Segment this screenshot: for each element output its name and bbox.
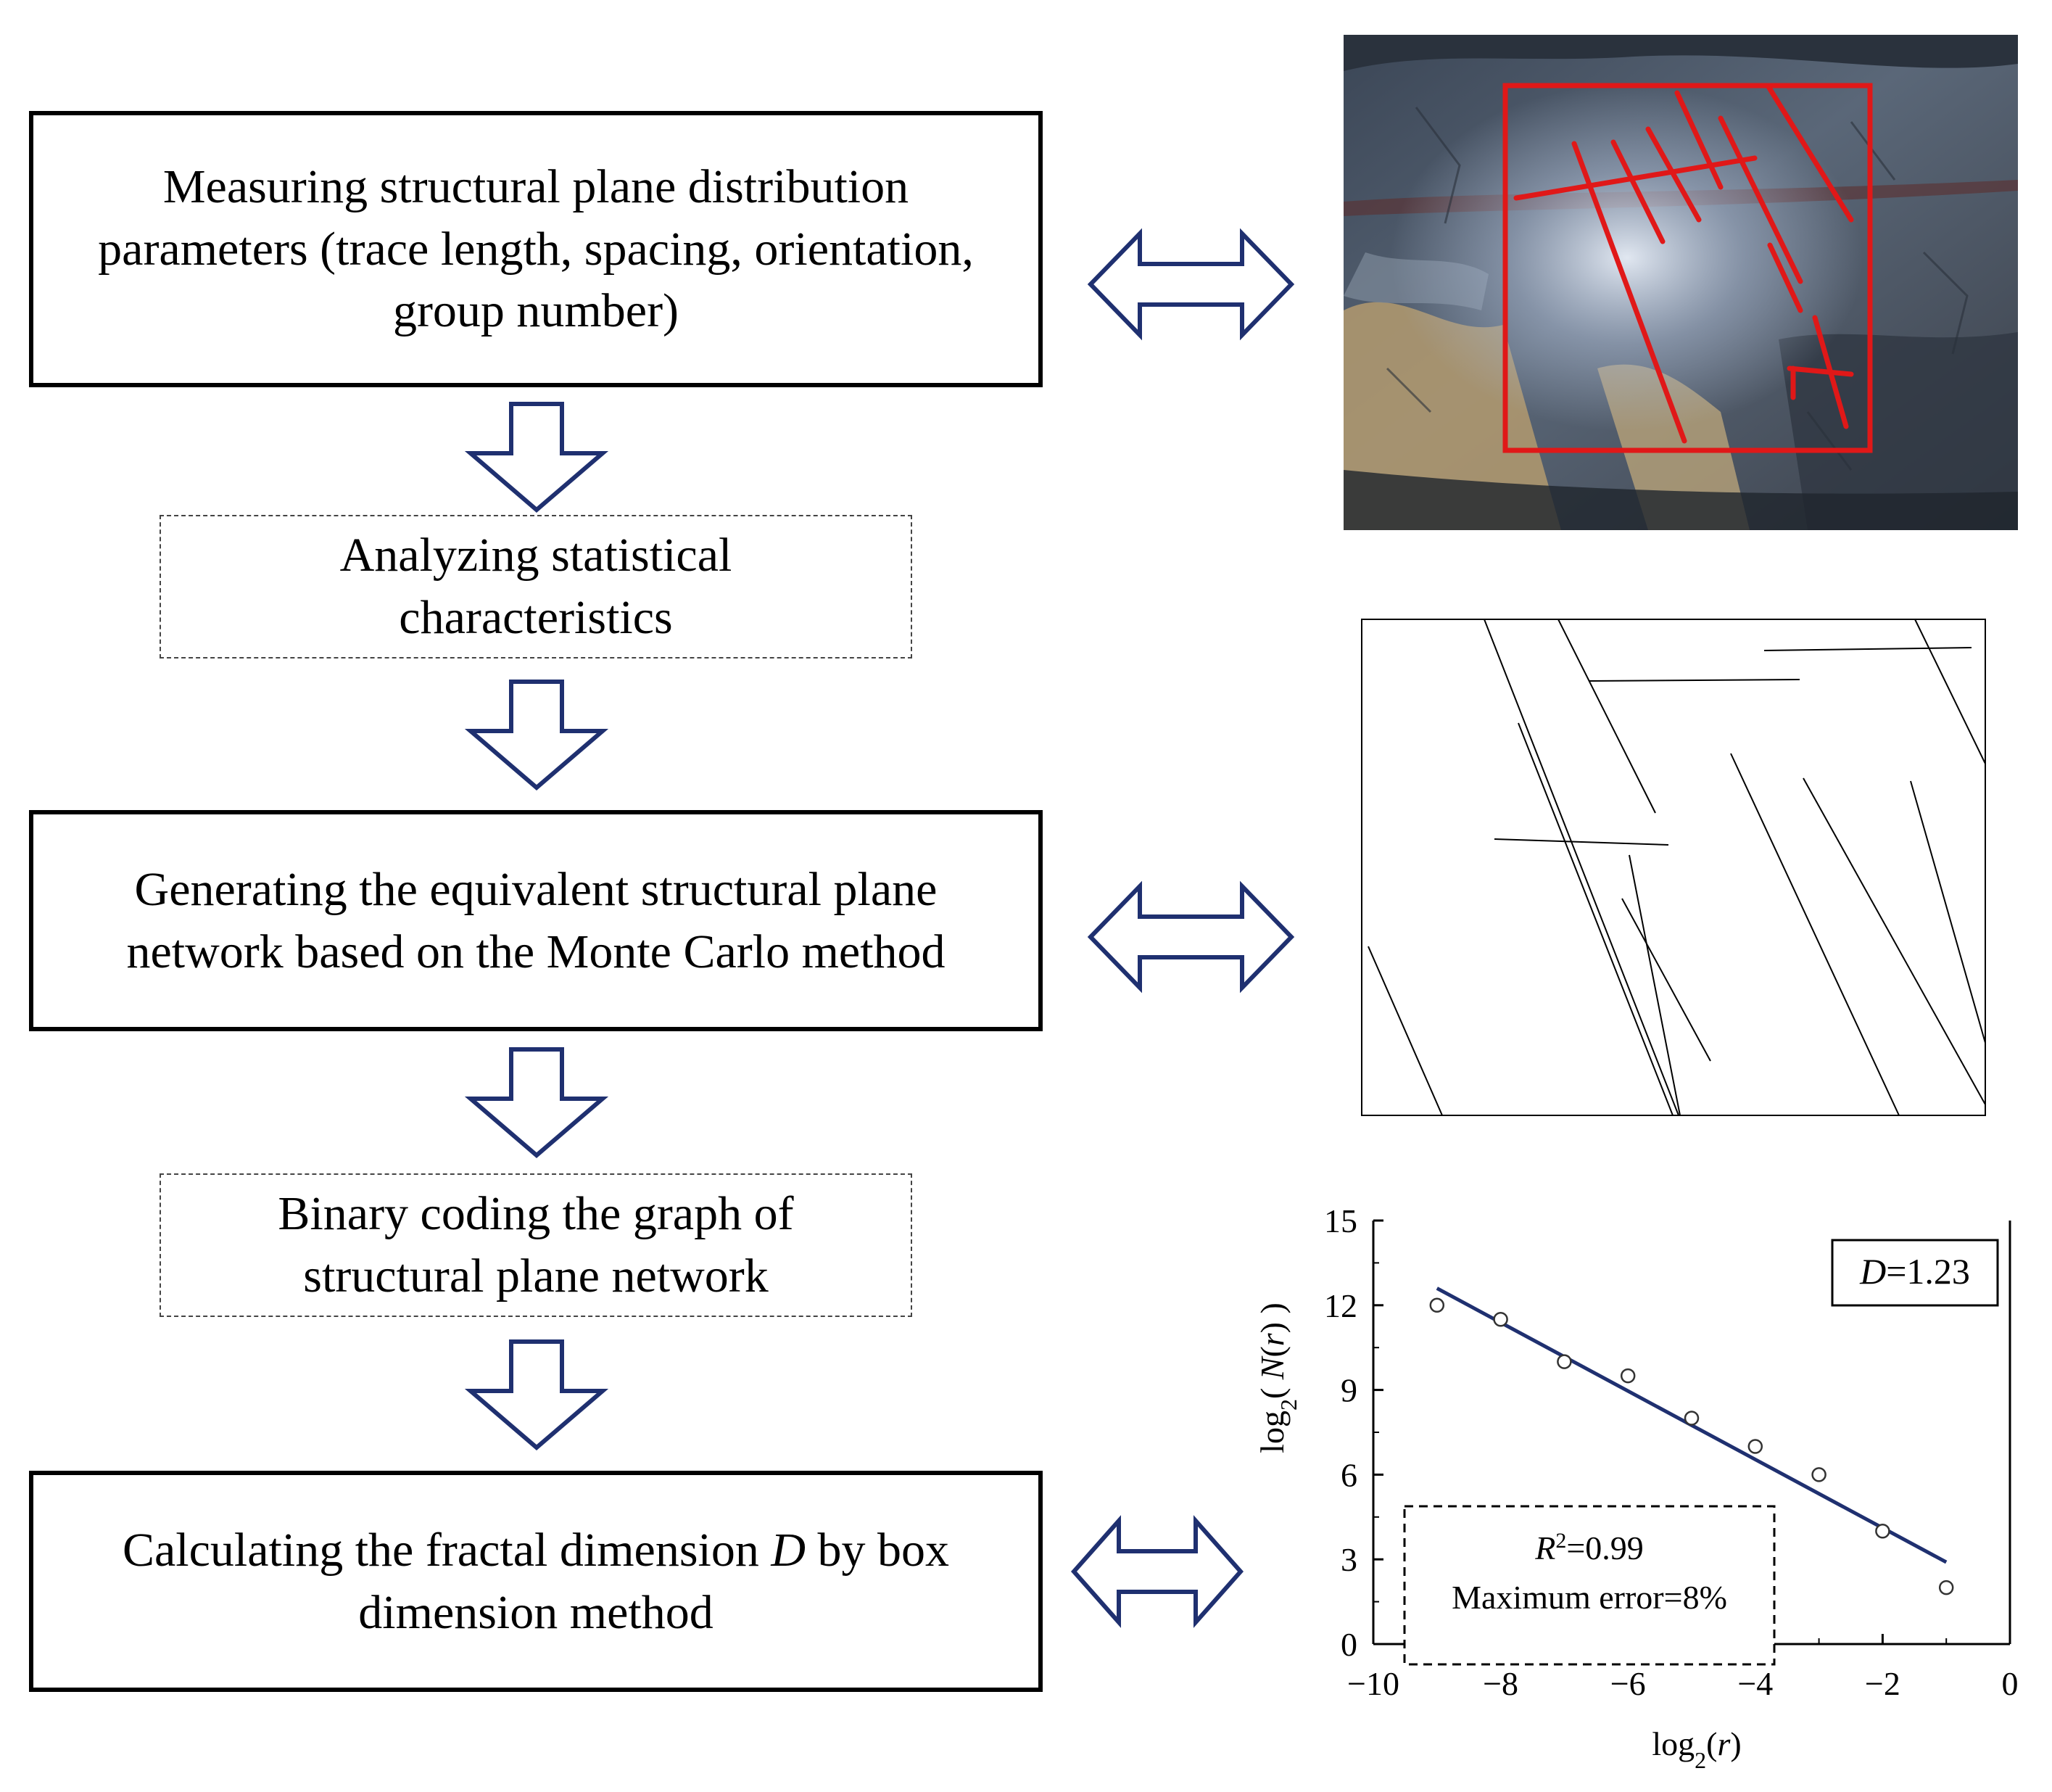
- y-tick-label: 9: [1341, 1372, 1357, 1409]
- step-text-line: structural plane network: [303, 1250, 769, 1302]
- y-tick-label: 0: [1341, 1626, 1357, 1663]
- y-axis-label: log2( N(r) ): [1254, 1302, 1302, 1453]
- chart-ticks: 0 3 6 9 12 15 −10 −8 −6 −4 −2 0: [1324, 1202, 2019, 1702]
- hollow-down-arrow-icon: [464, 1339, 609, 1450]
- data-point: [1557, 1354, 1572, 1369]
- x-tick-label: −6: [1610, 1665, 1646, 1702]
- data-point: [1875, 1524, 1890, 1539]
- data-point: [1811, 1467, 1826, 1482]
- x-tick-label: −8: [1483, 1665, 1518, 1702]
- x-axis-label: log2(r): [1652, 1725, 1741, 1773]
- data-point: [1493, 1312, 1508, 1327]
- y-tick-label: 15: [1324, 1202, 1357, 1239]
- step-text-variable: D: [771, 1523, 806, 1577]
- step-calculating-box: Calculating the fractal dimension D by b…: [29, 1471, 1043, 1692]
- fractal-d-box: [1831, 1239, 1999, 1307]
- step-text-line: Binary coding the graph of: [278, 1187, 794, 1241]
- x-tick-label: −2: [1865, 1665, 1900, 1702]
- y-tick-label: 12: [1324, 1287, 1357, 1324]
- step-generating-box: Generating the equivalent structural pla…: [29, 810, 1043, 1031]
- x-tick-label: −10: [1347, 1665, 1399, 1702]
- step-text-fragment: by box: [806, 1523, 950, 1577]
- step-text-line: network based on the Monte Carlo method: [126, 925, 946, 978]
- max-error-label: Maximum error=8%: [1452, 1579, 1727, 1616]
- data-point: [1938, 1580, 1954, 1595]
- step-text-line: dimension method: [358, 1585, 713, 1639]
- r-squared-label: R2=0.99: [1534, 1529, 1644, 1567]
- step-text-line: Measuring structural plane distribution: [162, 160, 909, 213]
- equivalent-network-diagram: [1361, 619, 1986, 1116]
- step-text-line: Analyzing statistical: [339, 529, 732, 582]
- fractal-dimension-chart: 0 3 6 9 12 15 −10 −8 −6 −4 −2 0 log2( N(r) ) log2(r…: [1254, 1202, 2019, 1773]
- rock-face-photo: [1344, 35, 2018, 530]
- x-tick-label: 0: [2002, 1665, 2019, 1702]
- data-point: [1620, 1368, 1636, 1384]
- fractal-d-label: D=1.23: [1859, 1251, 1970, 1292]
- y-tick-label: 3: [1341, 1541, 1357, 1578]
- step-text-line: Calculating the fractal dimension D by b…: [123, 1519, 949, 1582]
- step-binary-coding-box: Binary coding the graph of structural pl…: [160, 1173, 912, 1317]
- step-text-fragment: Calculating the fractal dimension: [122, 1523, 771, 1577]
- chart-points: [1429, 1297, 1954, 1595]
- x-tick-label: −4: [1737, 1665, 1773, 1702]
- data-point: [1747, 1439, 1763, 1454]
- hollow-down-arrow-icon: [464, 402, 609, 513]
- data-point: [1429, 1297, 1445, 1313]
- y-tick-label: 6: [1341, 1456, 1357, 1493]
- hollow-down-arrow-icon: [464, 1047, 609, 1158]
- hollow-double-arrow-icon: [1087, 228, 1295, 341]
- step-analyzing-box: Analyzing statistical characteristics: [160, 515, 912, 658]
- fit-stats-box: [1403, 1505, 1776, 1666]
- step-text-line: group number): [392, 284, 679, 338]
- step-text-line: Generating the equivalent structural pla…: [134, 862, 938, 916]
- hollow-double-arrow-icon: [1087, 880, 1295, 994]
- data-point: [1684, 1411, 1700, 1426]
- hollow-double-arrow-icon: [1070, 1515, 1244, 1628]
- step-measuring-box: Measuring structural plane distribution …: [29, 111, 1043, 387]
- step-text-line: parameters (trace length, spacing, orien…: [98, 222, 974, 276]
- hollow-down-arrow-icon: [464, 680, 609, 790]
- step-text-line: characteristics: [399, 591, 673, 644]
